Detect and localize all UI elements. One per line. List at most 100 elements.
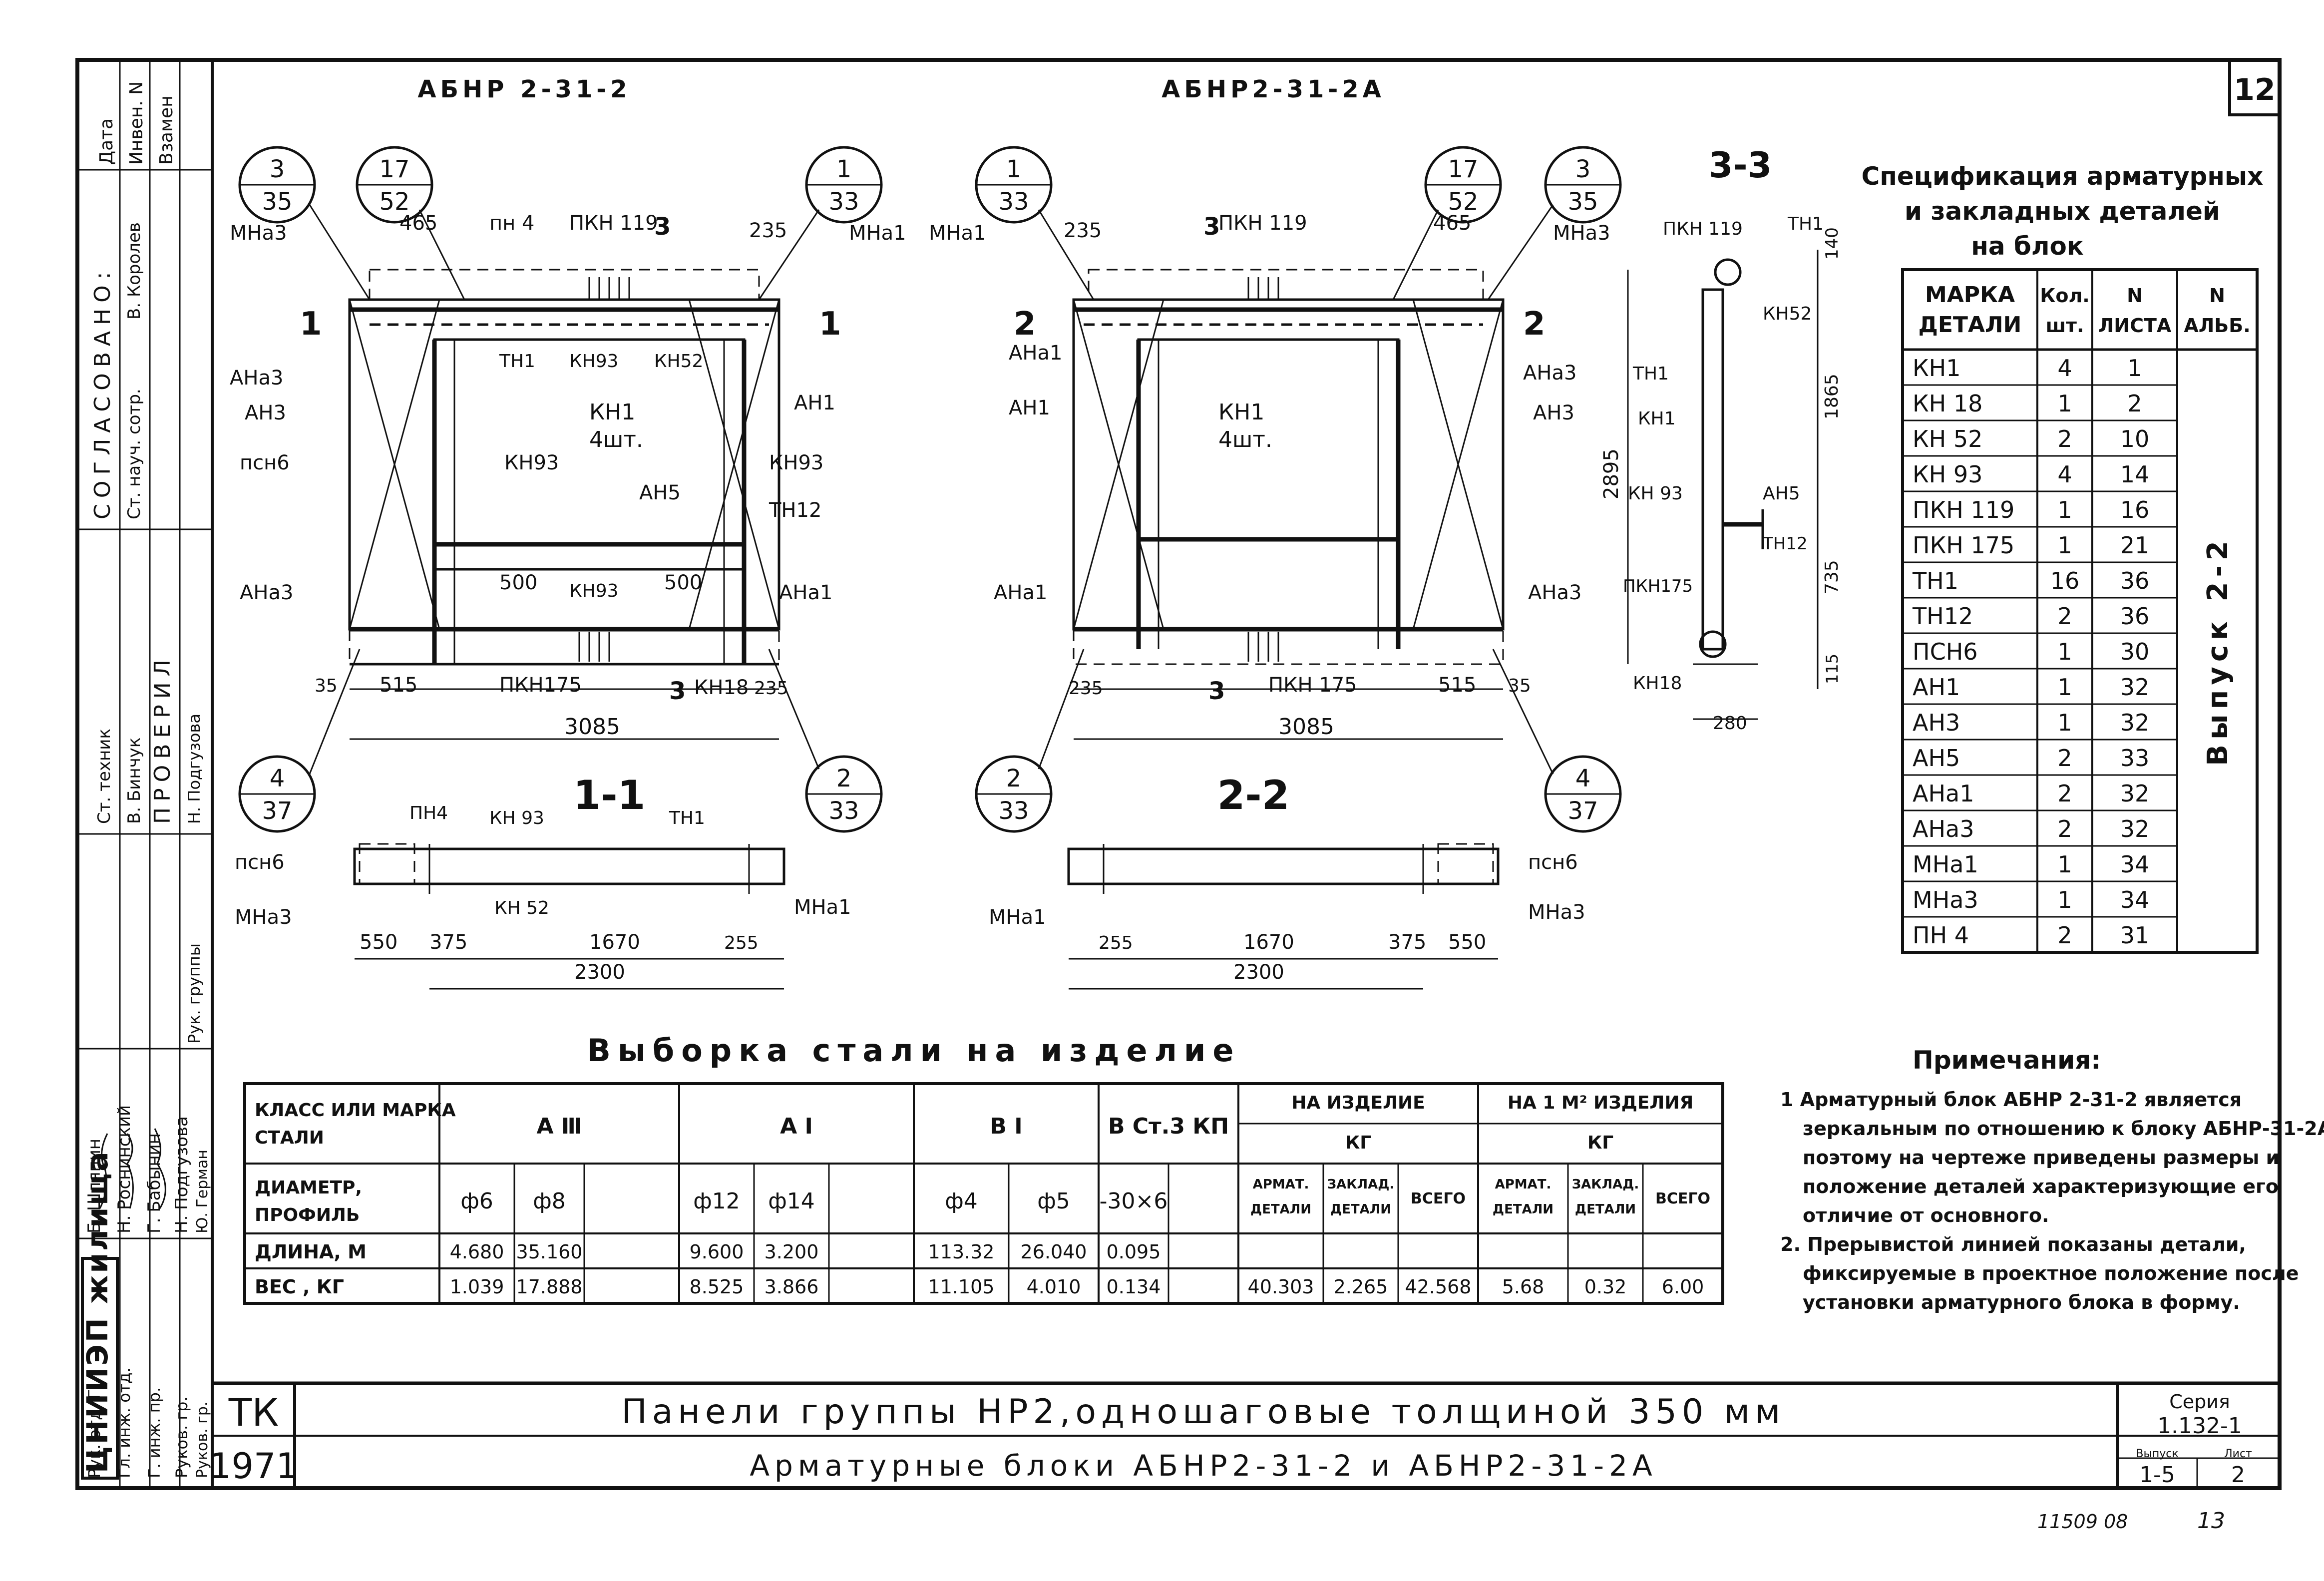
- spec-sheet: 10: [2120, 425, 2150, 452]
- label: АН5: [1763, 483, 1800, 504]
- label: 235: [754, 678, 788, 699]
- spec-qty: 2: [2057, 780, 2072, 807]
- title-line-2: Арматурные блоки АБНР2-31-2 и АБНР2-31-2…: [750, 1449, 1657, 1483]
- label: АНа1: [779, 581, 832, 604]
- steel-total: 40.303: [1248, 1276, 1314, 1298]
- steel-subheader: ДЕТАЛИ: [1493, 1202, 1553, 1217]
- label: 2895: [1600, 448, 1623, 499]
- label: псн6: [1528, 851, 1578, 874]
- label: 2300: [574, 961, 625, 984]
- label: КН93: [569, 351, 618, 372]
- steel-mass-label: ВЕС , КГ: [255, 1276, 344, 1298]
- label: АН1: [1009, 396, 1050, 419]
- sheet-label: Лист: [2224, 1448, 2252, 1460]
- signature-scribble: [126, 1133, 134, 1209]
- steel-diam: -30×6: [1100, 1188, 1168, 1214]
- note-line: фиксируемые в проектное положение после: [1803, 1262, 2299, 1284]
- spec-mark: АН3: [1913, 709, 1960, 736]
- label: КН1: [1218, 399, 1264, 425]
- label: МНа1: [849, 222, 906, 245]
- label: 2300: [1233, 961, 1284, 984]
- steel-mass: 0.134: [1107, 1276, 1161, 1298]
- stamp-name-3: Н. Подгузова: [172, 1116, 192, 1233]
- label: АНа1: [994, 581, 1047, 604]
- steel-class: А Ⅰ: [780, 1114, 813, 1139]
- label: ПКН 119: [1218, 212, 1307, 235]
- spec-sheet: 1: [2127, 355, 2142, 382]
- spec-sheet: 16: [2120, 496, 2150, 523]
- page-number: 13: [2197, 1508, 2225, 1534]
- label: АН3: [245, 401, 286, 424]
- note-line: зеркальным по отношению к блоку АБНР-31-…: [1803, 1118, 2324, 1140]
- stamp-check-name: Н. Подгузова: [185, 714, 204, 824]
- steel-total: 6.00: [1662, 1276, 1704, 1298]
- stamp-name-1: Н. Роснинский: [114, 1105, 134, 1233]
- label: 235: [1064, 219, 1102, 242]
- steel-class-label: СТАЛИ: [255, 1128, 324, 1148]
- hatch-bottom: [578, 632, 610, 662]
- sheet-value: 2: [2231, 1462, 2245, 1488]
- steel-diam: ф5: [1037, 1188, 1070, 1214]
- label: ТН1: [669, 808, 705, 828]
- spec-header: шт.: [2046, 315, 2084, 337]
- svg-text:17: 17: [1448, 155, 1478, 183]
- stamp-agree-role-1: Ст. науч. сотр.: [124, 389, 144, 519]
- sheet-frame: [75, 58, 2282, 1490]
- steel-unit: КГ: [1587, 1133, 1613, 1153]
- section-markers: 1 1 2 2 3 3 3 3: [300, 213, 1546, 705]
- label: 1670: [589, 931, 640, 954]
- label: АН1: [794, 392, 835, 414]
- spec-qty: 4: [2057, 355, 2072, 382]
- steel-unit: КГ: [1345, 1133, 1371, 1153]
- side-stamp: Дата Инвен. N Взамен СОГЛАСОВАНО: Ст. на…: [77, 60, 212, 1488]
- section-title-3-3: 3-3: [1709, 145, 1772, 186]
- spec-mark: КН1: [1913, 355, 1961, 382]
- label: 735: [1822, 560, 1842, 594]
- section-1-1: [353, 843, 785, 990]
- label: 500: [499, 571, 537, 594]
- label: МНа3: [230, 222, 287, 245]
- label: 280: [1713, 713, 1747, 734]
- svg-text:2: 2: [836, 765, 852, 792]
- label: КН93: [769, 451, 823, 474]
- label: МНа1: [989, 906, 1046, 929]
- spec-header: ЛИСТА: [2098, 315, 2172, 337]
- svg-text:3: 3: [270, 155, 285, 183]
- label: 3085: [564, 714, 620, 740]
- sheet-number-box: [2228, 58, 2281, 116]
- svg-text:2: 2: [1006, 765, 1022, 792]
- label: АНа3: [1523, 362, 1576, 385]
- callout-3-35-left: 3 35: [238, 146, 371, 300]
- callout-1-33-right: 1 33: [975, 146, 1095, 300]
- steel-length: 35.160: [516, 1241, 583, 1263]
- stamp-agree-role-0: Ст. техник: [94, 729, 114, 824]
- stamp-role-3: Руков. гр.: [172, 1396, 191, 1478]
- svg-text:35: 35: [1567, 188, 1598, 216]
- stamp-role-0: Рук. отд. Г.: [85, 1384, 104, 1478]
- label: 235: [749, 219, 787, 242]
- svg-text:52: 52: [1448, 188, 1478, 216]
- spec-sheet: 33: [2120, 745, 2150, 772]
- label: ТН1: [1787, 214, 1824, 234]
- label: 255: [1099, 933, 1133, 953]
- spec-qty: 16: [2050, 567, 2080, 594]
- signature-scribble: [99, 1133, 108, 1209]
- stamp-name-4: Ю. Герман: [194, 1150, 211, 1233]
- label: КН 93: [489, 808, 544, 828]
- label: ПКН175: [499, 674, 582, 697]
- label: ТН1: [1632, 364, 1669, 384]
- label: 550: [1448, 931, 1486, 954]
- steel-subheader: АРМАТ.: [1253, 1177, 1309, 1192]
- label: 235: [1069, 678, 1103, 699]
- label: ПН4: [409, 803, 448, 823]
- plan-left-labels: МНа3 465 пн 4 ПКН 119 235 МНа1 АНа3 АН3 …: [230, 212, 906, 740]
- steel-diam-label: ПРОФИЛЬ: [255, 1205, 360, 1225]
- steel-mass: 11.105: [928, 1276, 995, 1298]
- label: АН5: [639, 481, 681, 504]
- label: 3085: [1278, 714, 1334, 740]
- label: 500: [664, 571, 702, 594]
- steel-subheader: ДЕТАЛИ: [1250, 1202, 1311, 1217]
- archive-number: 11509 08: [2037, 1511, 2128, 1533]
- steel-length-label: ДЛИНА, М: [255, 1241, 367, 1263]
